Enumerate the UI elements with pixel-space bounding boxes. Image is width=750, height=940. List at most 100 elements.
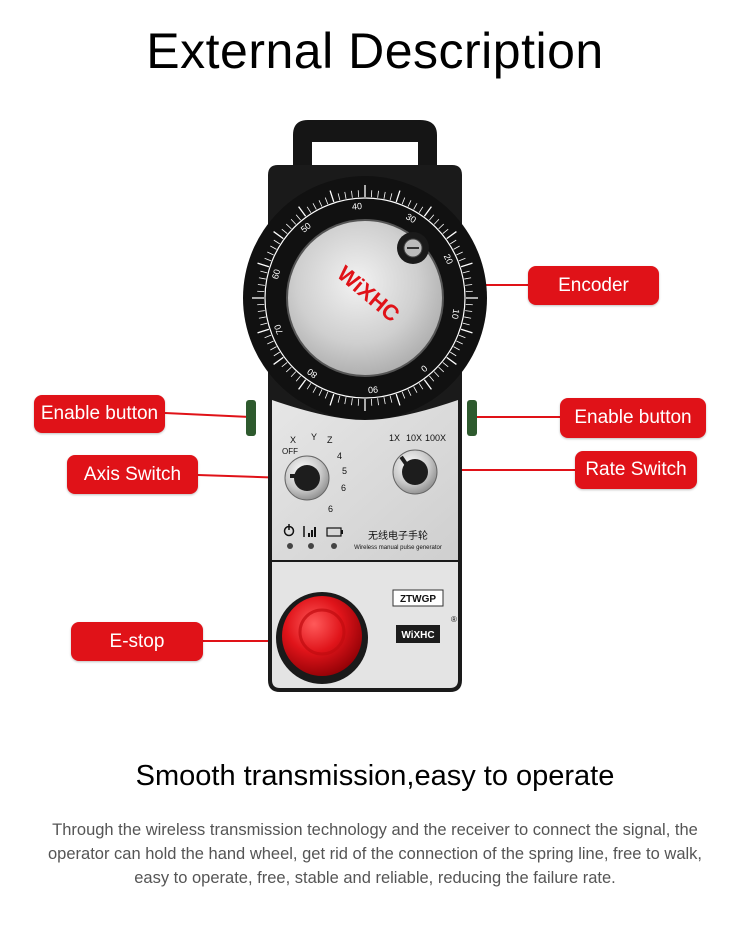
brand-logo-badge [396, 625, 440, 643]
dial-tick [351, 398, 353, 406]
callout-estop: E-stop [71, 622, 203, 661]
dial-tick [446, 356, 457, 365]
dial-tick [257, 262, 270, 268]
dial-tick [389, 395, 393, 403]
dial-tick [267, 340, 274, 345]
battery-led [331, 543, 337, 549]
dial-tick [418, 383, 424, 390]
device-name-en: Wireless manual pulse generator [354, 545, 442, 551]
dial-tick [324, 391, 329, 399]
dial-tick [458, 257, 466, 262]
dial-tick [453, 346, 460, 351]
enable-button-left [246, 400, 256, 436]
dial-tick [337, 395, 341, 403]
dial-tick [407, 200, 412, 207]
dial-tick [306, 383, 312, 390]
dial-number: 70 [272, 323, 285, 336]
dial-tick [377, 398, 379, 406]
dial-tick [257, 310, 265, 312]
dial-tick [351, 190, 353, 198]
tagline: Smooth transmission,easy to operate [135, 760, 615, 792]
dial-tick [401, 197, 406, 205]
dial-tick [257, 284, 265, 286]
dial-number: 90 [368, 384, 379, 395]
enable-button-right [467, 400, 477, 436]
dial-tick [290, 371, 297, 378]
callout-enable-right: Enable button [560, 398, 706, 438]
dial-tick [460, 328, 473, 334]
dial-tick [438, 366, 445, 373]
dial-tick [270, 245, 277, 250]
callout-encoder: Encoder [528, 266, 659, 305]
enable-left-line [164, 412, 251, 418]
dial-tick [264, 257, 272, 262]
dial-tick [281, 362, 288, 368]
dial-tick [462, 270, 470, 274]
dial-tick [267, 251, 274, 256]
dial-number: 30 [404, 211, 418, 225]
dial-tick [344, 191, 347, 199]
svg-text:®: ® [451, 615, 457, 624]
svg-text:WiXHC: WiXHC [401, 630, 434, 641]
dial-tick [433, 218, 440, 225]
dial-tick [442, 362, 449, 368]
callout-rate-switch: Rate Switch [575, 451, 697, 489]
dial-tick [258, 277, 266, 280]
dial-tick [295, 375, 301, 382]
svg-text:Y: Y [311, 432, 317, 442]
svg-text:4: 4 [337, 451, 342, 461]
dial-tick [285, 366, 292, 373]
dial-tick [460, 262, 473, 268]
signal-icon [303, 526, 316, 537]
dial-tick [298, 206, 307, 217]
dial-tick [383, 191, 386, 199]
dial-number: 20 [442, 252, 455, 265]
dial-tick [260, 270, 268, 274]
power-led [287, 543, 293, 549]
dial-tick [337, 193, 341, 201]
dial-tick [464, 277, 472, 280]
dial-number: 10 [450, 308, 462, 320]
dial-tick [258, 316, 266, 319]
callout-enable-left: Enable button [34, 395, 165, 433]
page-title: External Description [146, 23, 604, 79]
dial-number: 50 [299, 220, 313, 234]
dial-tick [318, 389, 323, 396]
dial-tick [298, 379, 307, 390]
dial-tick [407, 389, 412, 396]
dial-tick [438, 223, 445, 230]
dial-tick [264, 334, 272, 339]
dial-tick [273, 356, 284, 365]
dial-tick [383, 397, 386, 405]
svg-text:5: 5 [342, 466, 347, 476]
dial-tick [464, 316, 472, 319]
battery-icon [326, 527, 343, 537]
dial-number: 80 [305, 366, 319, 380]
dial-number: 60 [270, 268, 282, 280]
dial-tick [453, 245, 460, 250]
dial-tick [456, 340, 463, 345]
dial-tick [285, 223, 292, 230]
svg-text:10X: 10X [406, 433, 422, 443]
dial-tick [433, 371, 440, 378]
model-badge [392, 589, 444, 607]
dial-tick [312, 203, 317, 210]
svg-text:ZTWGP: ZTWGP [400, 594, 436, 605]
dial-tick [329, 190, 335, 203]
dial-tick [377, 190, 379, 198]
dial-tick [456, 251, 463, 256]
dial-tick [413, 203, 418, 210]
dial-tick [450, 351, 457, 357]
dial-tick [465, 310, 473, 312]
dial-tick [465, 284, 473, 286]
dial-tick [306, 206, 312, 213]
dial-tick [318, 200, 323, 207]
svg-text:6: 6 [328, 504, 333, 514]
encoder-ticks [252, 185, 478, 411]
dial-tick [270, 346, 277, 351]
description-text: Through the wireless transmission techno… [48, 821, 702, 887]
callout-axis-switch: Axis Switch [67, 455, 198, 494]
dial-tick [312, 386, 317, 393]
